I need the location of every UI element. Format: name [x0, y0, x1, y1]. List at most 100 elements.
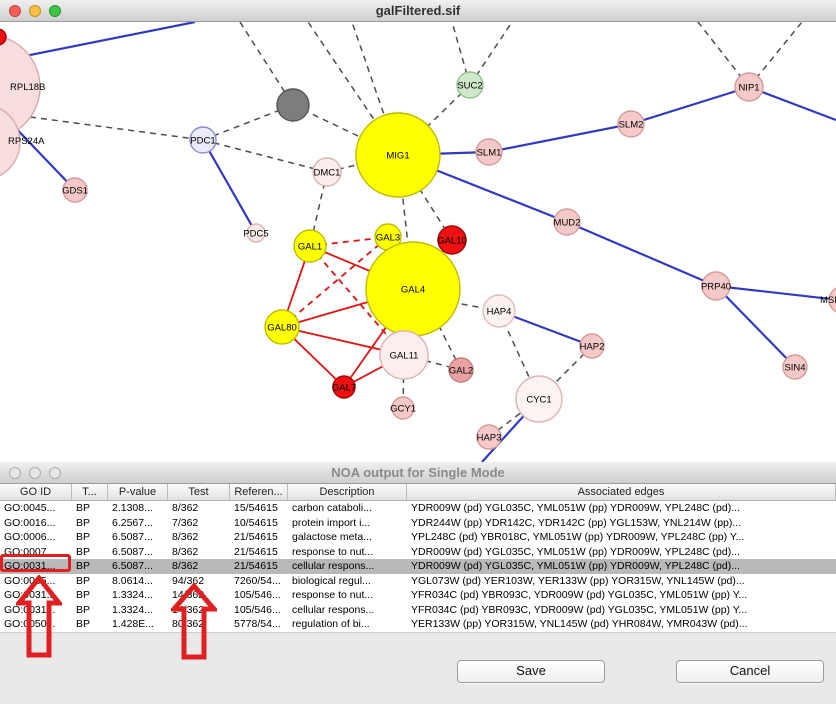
network-window-titlebar[interactable]: galFiltered.sif — [0, 0, 836, 22]
cell-description[interactable]: galactose meta... — [292, 531, 372, 543]
cell-reference[interactable]: 105/546... — [234, 589, 281, 601]
network-edge[interactable] — [566, 220, 717, 288]
cell-type[interactable]: BP — [76, 589, 91, 601]
network-node-GAL2[interactable] — [448, 357, 474, 383]
network-edge[interactable] — [309, 245, 405, 356]
network-node-GDS1[interactable] — [62, 177, 88, 203]
cell-test[interactable]: 80/362 — [172, 618, 205, 630]
close-button-icon[interactable] — [9, 5, 21, 17]
minimize-button-icon[interactable] — [29, 5, 41, 17]
cell-type[interactable]: BP — [76, 531, 91, 543]
cell-description[interactable]: response to nut... — [292, 545, 374, 558]
network-node-DMC1[interactable] — [312, 157, 342, 187]
network-node-GCY1[interactable] — [391, 396, 415, 420]
network-node-PDC1[interactable] — [189, 126, 217, 154]
network-node-GAL1[interactable] — [293, 229, 327, 263]
network-node-PRP40[interactable] — [701, 271, 731, 301]
cell-test[interactable]: 8/362 — [172, 502, 199, 514]
cell-go-id[interactable]: GO:0045... — [4, 502, 56, 514]
cell-reference[interactable]: 5778/54... — [234, 618, 281, 630]
network-edge[interactable] — [29, 116, 204, 141]
network-edge[interactable] — [715, 285, 796, 368]
cell-associated-edges[interactable]: YFR034C (pd) YBR093C, YDR009W (pd) YGL03… — [411, 603, 748, 616]
cell-description[interactable]: carbon cataboli... — [292, 502, 372, 514]
network-node-SUC2[interactable] — [456, 71, 484, 99]
column-header-associated-edges[interactable]: Associated edges — [407, 484, 836, 500]
cell-associated-edges[interactable]: YDR244W (pp) YDR142C, YDR142C (pp) YGL15… — [411, 516, 742, 529]
cell-associated-edges[interactable]: YDR009W (pd) YGL035C, YML051W (pp) YDR00… — [411, 560, 740, 572]
network-node-SLM2[interactable] — [617, 110, 645, 138]
column-header-reference[interactable]: Referen... — [230, 484, 288, 500]
cell-type[interactable]: BP — [76, 502, 91, 514]
network-node-GAL7[interactable] — [332, 375, 356, 399]
network-node-NIP1[interactable] — [734, 72, 764, 102]
cell-type[interactable]: BP — [76, 545, 91, 558]
network-node-MIG1[interactable] — [355, 112, 441, 198]
network-node-MSN[interactable] — [828, 287, 836, 313]
network-edge[interactable] — [630, 85, 750, 126]
noa-window-titlebar[interactable]: NOA output for Single Mode — [0, 462, 836, 484]
cell-p-value[interactable]: 6.5087... — [112, 545, 153, 558]
cancel-button[interactable]: Cancel — [676, 660, 824, 683]
network-node-HAP4[interactable] — [482, 294, 516, 328]
column-header-go-id[interactable]: GO ID — [0, 484, 72, 500]
cell-test[interactable]: 8/362 — [172, 531, 199, 543]
cell-reference[interactable]: 7260/54... — [234, 574, 281, 587]
cell-type[interactable]: BP — [76, 516, 91, 529]
network-edge[interactable] — [748, 85, 836, 122]
network-edge[interactable] — [202, 139, 328, 173]
cell-go-id[interactable]: GO:0031... — [4, 589, 56, 601]
network-edge[interactable] — [397, 84, 471, 156]
cell-associated-edges[interactable]: YGL073W (pd) YER103W, YER133W (pp) YOR31… — [411, 574, 745, 587]
network-node-SIN4[interactable] — [782, 354, 808, 380]
cell-associated-edges[interactable]: YFR034C (pd) YBR093C, YDR009W (pd) YGL03… — [411, 589, 748, 601]
column-header-test[interactable]: Test — [168, 484, 230, 500]
cell-associated-edges[interactable]: YDR009W (pd) YGL035C, YML051W (pp) YDR00… — [411, 545, 740, 558]
network-node-SLM1[interactable] — [475, 138, 503, 166]
cell-reference[interactable]: 15/54615 — [234, 502, 278, 514]
zoom-button-icon[interactable] — [49, 5, 61, 17]
cell-associated-edges[interactable]: YER133W (pp) YOR315W, YNL145W (pd) YHR08… — [411, 618, 748, 630]
cell-p-value[interactable]: 6.5087... — [112, 531, 153, 543]
cell-reference[interactable]: 10/54615 — [234, 516, 278, 529]
zoom-button-icon[interactable] — [49, 467, 61, 479]
cell-p-value[interactable]: 6.5087... — [112, 560, 153, 572]
cell-associated-edges[interactable]: YDR009W (pd) YGL035C, YML051W (pp) YDR00… — [411, 502, 740, 514]
network-edge[interactable] — [488, 122, 632, 154]
cell-p-value[interactable]: 8.0614... — [112, 574, 153, 587]
cell-description[interactable]: regulation of bi... — [292, 618, 370, 630]
network-edge[interactable] — [292, 104, 399, 156]
cell-p-value[interactable]: 1.3324... — [112, 589, 153, 601]
cell-type[interactable]: BP — [76, 574, 91, 587]
cell-type[interactable]: BP — [76, 560, 91, 572]
cell-description[interactable]: protein import i... — [292, 516, 371, 529]
save-button[interactable]: Save — [457, 660, 605, 683]
network-node-HAP3[interactable] — [476, 424, 502, 450]
network-node-GAL10[interactable] — [437, 225, 467, 255]
network-node-MUD2[interactable] — [553, 208, 581, 236]
cell-reference[interactable]: 21/54615 — [234, 531, 278, 543]
cell-test[interactable]: 7/362 — [172, 516, 199, 529]
cell-p-value[interactable]: 2.1308... — [112, 502, 153, 514]
network-edge[interactable] — [202, 139, 257, 234]
column-header-type[interactable]: T... — [72, 484, 108, 500]
network-node-GAL11[interactable] — [379, 330, 429, 380]
network-node-HAP2[interactable] — [579, 333, 605, 359]
network-node-GAL80[interactable] — [264, 309, 300, 345]
table-row[interactable]: GO:0045... BP 2.1308... 8/362 15/54615 carbon… — [0, 501, 836, 516]
cell-associated-edges[interactable]: YPL248C (pd) YBR018C, YML051W (pp) YDR00… — [411, 531, 745, 543]
cell-description[interactable]: cellular respons... — [292, 560, 375, 572]
cell-description[interactable]: response to nut... — [292, 589, 374, 601]
minimize-button-icon[interactable] — [29, 467, 41, 479]
network-node[interactable] — [0, 28, 7, 46]
network-edge[interactable] — [281, 236, 389, 328]
network-node-PDC5[interactable] — [246, 223, 266, 243]
cell-description[interactable]: biological regul... — [292, 574, 371, 587]
network-node-CYC1[interactable] — [515, 375, 563, 423]
